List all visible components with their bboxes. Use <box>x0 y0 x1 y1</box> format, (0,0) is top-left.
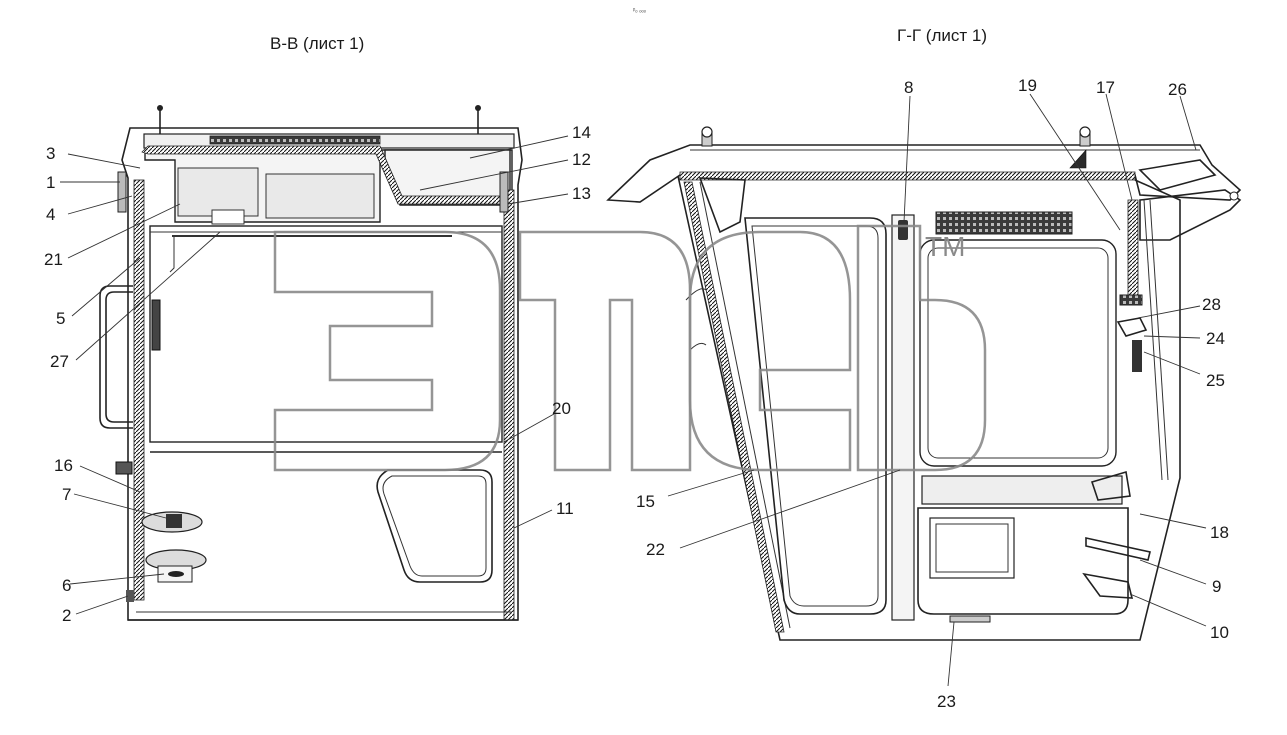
right-view-title: Г-Г (лист 1) <box>897 26 987 45</box>
callout-12: 12 <box>572 150 591 169</box>
callout-6: 6 <box>62 576 71 595</box>
right-callouts: 8 19 17 26 28 24 25 18 9 10 15 22 23 <box>636 76 1229 711</box>
callout-18: 18 <box>1210 523 1229 542</box>
callout-4: 4 <box>46 205 55 224</box>
callout-19: 19 <box>1018 76 1037 95</box>
right-leader-lines <box>667 93 1207 687</box>
callout-26: 26 <box>1168 80 1187 99</box>
watermark-logo: TM <box>273 224 987 472</box>
callout-2: 2 <box>62 606 71 625</box>
callout-10: 10 <box>1210 623 1229 642</box>
left-callouts: 3 1 4 21 5 27 16 7 6 2 14 12 13 20 11 <box>44 123 591 625</box>
callout-21: 21 <box>44 250 63 269</box>
callout-7: 7 <box>62 485 71 504</box>
callout-28: 28 <box>1202 295 1221 314</box>
callout-9: 9 <box>1212 577 1221 596</box>
callout-22: 22 <box>646 540 665 559</box>
callout-13: 13 <box>572 184 591 203</box>
callout-23: 23 <box>937 692 956 711</box>
right-wall-drawing <box>606 126 1242 641</box>
left-door-drawing <box>99 105 523 621</box>
callout-24: 24 <box>1206 329 1225 348</box>
callout-11: 11 <box>556 499 574 518</box>
left-view-title: В-В (лист 1) <box>270 34 364 53</box>
callout-25: 25 <box>1206 371 1225 390</box>
callout-17: 17 <box>1096 78 1115 97</box>
callout-8: 8 <box>904 78 913 97</box>
tiny-header-mark: ᵖₒ ₒₒₒ <box>633 8 647 14</box>
callout-20: 20 <box>552 399 571 418</box>
callout-5: 5 <box>56 309 65 328</box>
callout-3: 3 <box>46 144 55 163</box>
callout-27: 27 <box>50 352 69 371</box>
callout-1: 1 <box>46 173 55 192</box>
trademark-mark: TM <box>925 231 965 262</box>
callout-16: 16 <box>54 456 73 475</box>
left-leader-lines <box>60 135 569 615</box>
callout-15: 15 <box>636 492 655 511</box>
callout-14: 14 <box>572 123 591 142</box>
